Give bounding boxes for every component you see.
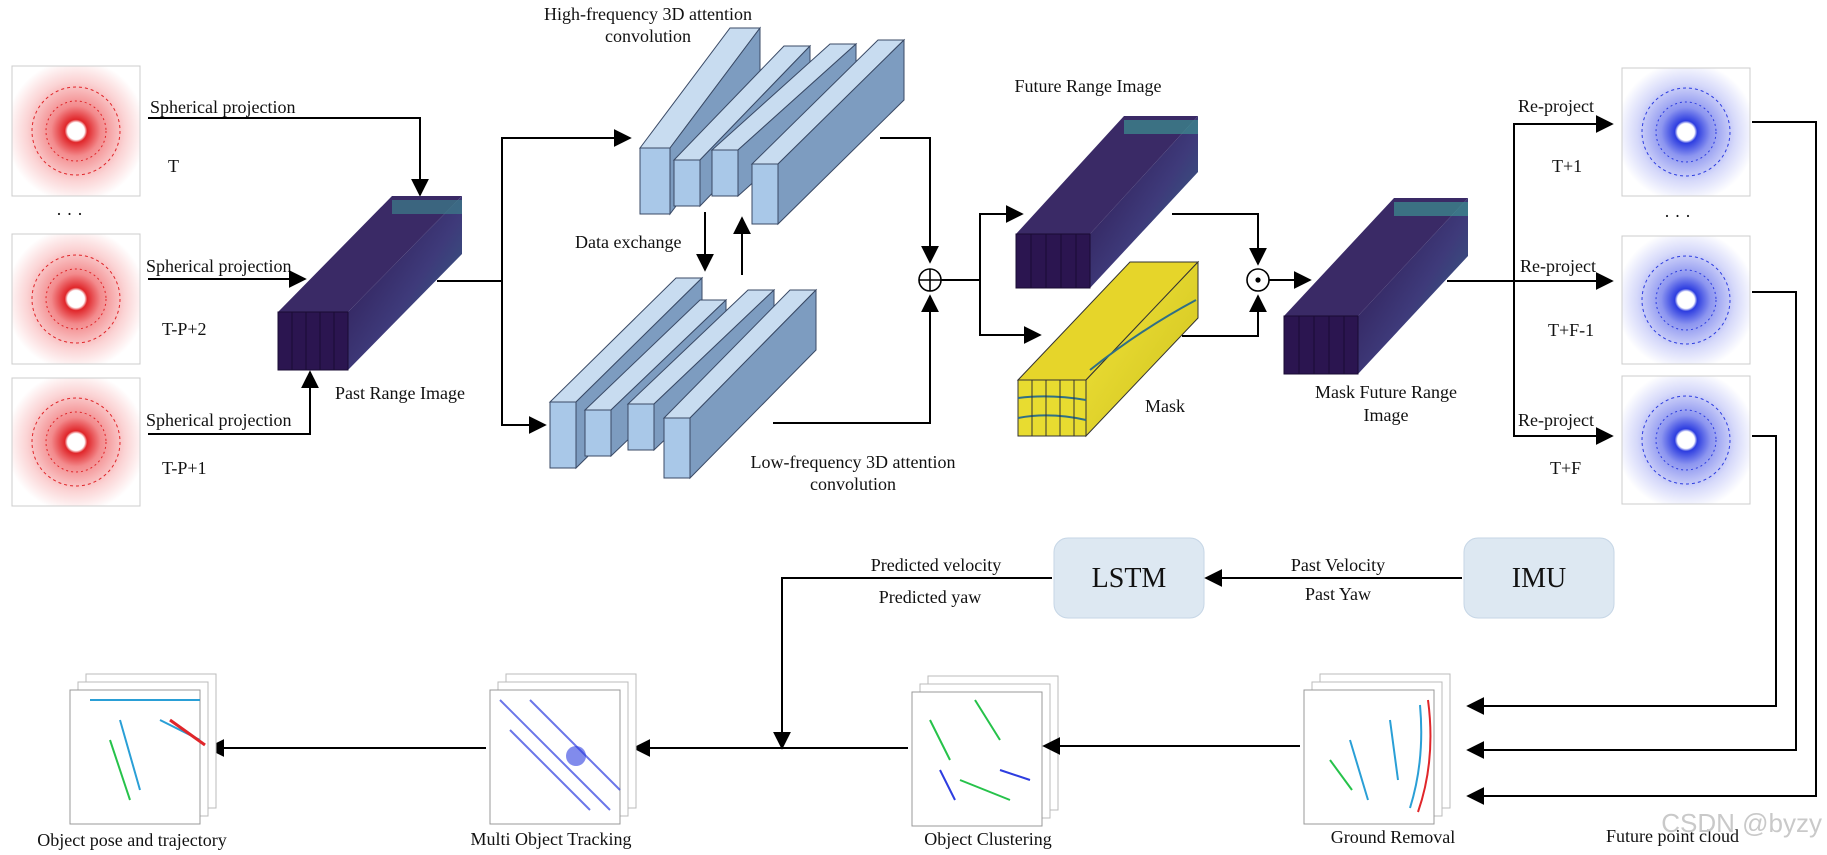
- arrow-input-t-p1: [148, 370, 319, 435]
- hadamard-operator: [1246, 268, 1270, 292]
- arrow-high-to-sum: [880, 137, 939, 264]
- mask-future-label-line1: Mask Future Range: [1315, 382, 1457, 402]
- high-freq-block: [639, 26, 906, 226]
- input-label-t: Spherical projection: [150, 97, 295, 117]
- stage-ground-removal: [1303, 673, 1451, 825]
- low-freq-block: [548, 276, 818, 480]
- past-velocity-label: Past Velocity: [1291, 555, 1385, 575]
- arrow-to-high-freq: [437, 129, 632, 282]
- arrow-to-mask: [979, 280, 1042, 344]
- output-time-tf: T+F: [1550, 458, 1581, 478]
- low-freq-label-line2: convolution: [810, 474, 896, 494]
- predicted-velocity-label: Predicted velocity: [871, 555, 1001, 575]
- output-label-tf: Re-project: [1518, 410, 1594, 430]
- mask-future-range-image: [1283, 198, 1468, 375]
- input-cloud-t-p1: [11, 377, 141, 507]
- output-label-t1: Re-project: [1518, 96, 1594, 116]
- input-time-t-p1: T-P+1: [162, 458, 207, 478]
- input-time-t: T: [168, 156, 179, 176]
- arrow-cloud-tf1-to-ground: [1466, 291, 1797, 759]
- high-freq-label-line2: convolution: [605, 26, 691, 46]
- arrow-to-future-range: [941, 205, 1024, 281]
- mask-future-label-line2: Image: [1364, 405, 1409, 425]
- arrow-mask-to-dot: [1182, 294, 1267, 337]
- lstm-label: LSTM: [1092, 563, 1167, 594]
- arrow-to-low-freq: [501, 281, 547, 434]
- mask-label: Mask: [1145, 396, 1185, 416]
- stage-object-clustering-label: Object Clustering: [924, 829, 1051, 849]
- input-time-t-p2: T-P+2: [162, 319, 207, 339]
- imu-box: [1463, 537, 1615, 619]
- output-ellipsis: · · ·: [1664, 206, 1691, 226]
- output-label-tf1: Re-project: [1520, 256, 1596, 276]
- high-freq-label-line1: High-frequency 3D attention: [544, 4, 752, 24]
- input-cloud-t: [11, 65, 141, 197]
- arrow-reproject-tf: [1513, 281, 1614, 445]
- future-range-image: [1015, 116, 1198, 289]
- stage-object-clustering: [911, 675, 1059, 827]
- arrow-future-to-dot: [1172, 213, 1267, 266]
- output-cloud-tf: [1621, 375, 1751, 505]
- lstm-box: [1053, 537, 1205, 619]
- future-point-cloud-label: Future point cloud: [1606, 826, 1739, 846]
- stage-ground-removal-label: Ground Removal: [1331, 827, 1455, 847]
- data-exchange-label: Data exchange: [575, 232, 681, 252]
- arrow-cloud-t1-to-ground: [1466, 121, 1817, 805]
- output-time-tf1: T+F-1: [1548, 320, 1594, 340]
- input-label-t-p2: Spherical projection: [146, 256, 291, 276]
- sum-operator: [918, 268, 942, 292]
- past-range-image: [277, 196, 462, 371]
- output-time-t1: T+1: [1552, 156, 1582, 176]
- watermark: CSDN @byzy: [1661, 808, 1822, 838]
- future-range-image-label: Future Range Image: [1015, 76, 1162, 96]
- arrow-cloud-tf-to-ground: [1466, 435, 1777, 715]
- low-freq-label-line1: Low-frequency 3D attention: [751, 452, 956, 472]
- input-ellipsis: · · ·: [56, 204, 83, 224]
- arrow-low-to-sum: [773, 294, 939, 424]
- output-cloud-tf1: [1621, 235, 1751, 365]
- stage-multi-object-tracking: [489, 673, 637, 825]
- input-cloud-t-p2: [11, 233, 141, 365]
- imu-label: IMU: [1512, 563, 1566, 594]
- arrow-reproject-t1: [1447, 115, 1614, 282]
- past-yaw-label: Past Yaw: [1305, 584, 1371, 604]
- arrow-lstm-to-tracking: [773, 577, 1052, 750]
- predicted-yaw-label: Predicted yaw: [879, 587, 981, 607]
- stage-multi-object-tracking-label: Multi Object Tracking: [471, 829, 632, 849]
- stage-object-pose-label: Object pose and trajectory: [37, 830, 226, 850]
- output-cloud-t1: [1621, 67, 1751, 197]
- input-label-t-p1: Spherical projection: [146, 410, 291, 430]
- stage-object-pose: [69, 673, 217, 825]
- arrow-input-t: [148, 117, 429, 197]
- past-range-image-label: Past Range Image: [335, 383, 465, 403]
- mask-image: [1016, 260, 1200, 438]
